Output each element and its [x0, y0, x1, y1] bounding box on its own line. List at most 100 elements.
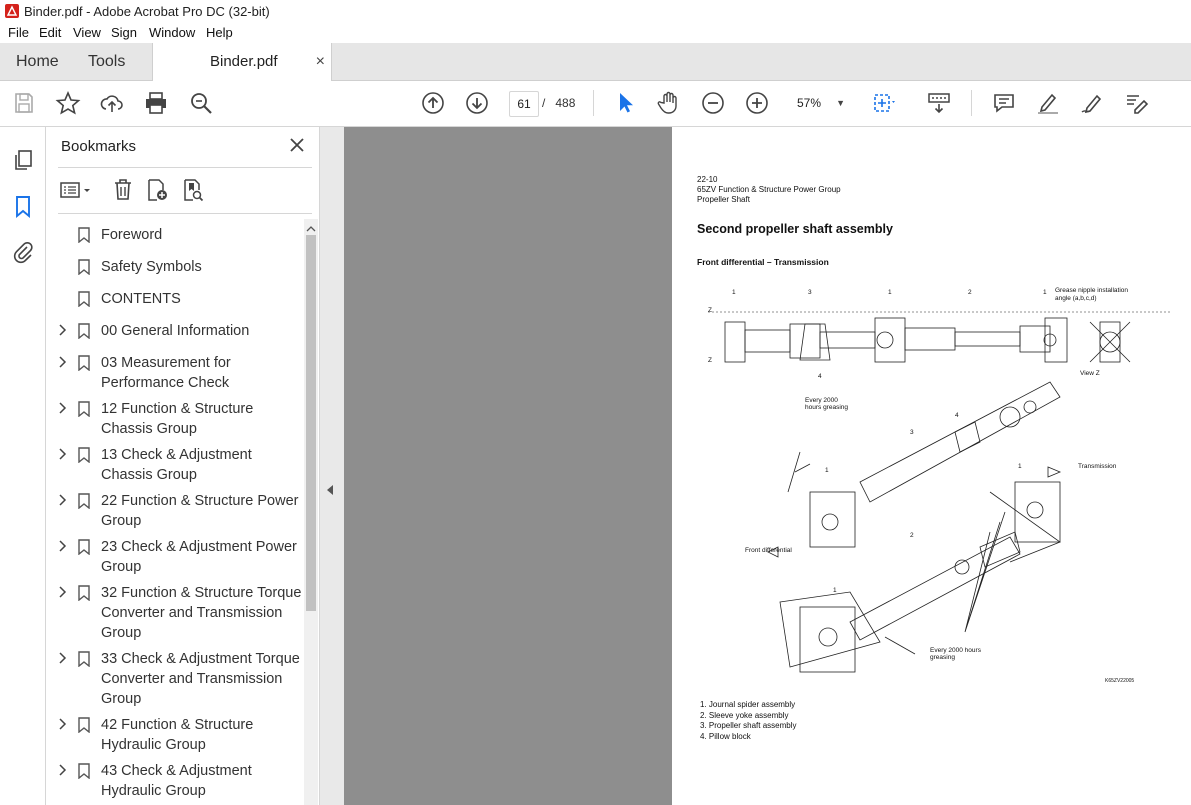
menu-file[interactable]: File: [8, 25, 29, 40]
bookmark-flag-icon: [78, 763, 90, 780]
menu-edit[interactable]: Edit: [39, 25, 62, 40]
draw-sign-icon[interactable]: [1079, 90, 1105, 116]
previous-page-icon[interactable]: [420, 90, 446, 116]
bookmarks-title: Bookmarks: [61, 138, 137, 155]
fig-callout: 1: [825, 467, 829, 474]
page-thumbnails-icon[interactable]: [11, 148, 35, 172]
zoom-search-icon[interactable]: [188, 90, 214, 116]
legend-item: 4. Pillow block: [700, 731, 751, 741]
fig-note: Every 2000: [805, 397, 838, 404]
next-page-icon[interactable]: [464, 90, 490, 116]
bookmarks-panel: Bookmarks Foreword Safety Symbols CONTEN…: [46, 127, 320, 805]
chevron-right-icon[interactable]: [58, 493, 68, 507]
fig-callout: 3: [808, 289, 812, 296]
page-header: 22-10 65ZV Function & Structure Power Gr…: [697, 175, 841, 205]
bookmarks-panel-icon[interactable]: [11, 194, 35, 219]
bookmark-label: 03 Measurement for Performance Check: [101, 355, 231, 391]
menu-window[interactable]: Window: [149, 25, 196, 40]
star-icon[interactable]: [55, 90, 81, 116]
page-number-input[interactable]: 61: [509, 91, 539, 117]
fig-note: angle (a,b,c,d): [1055, 295, 1097, 302]
bookmark-flag-icon: [78, 291, 90, 308]
section-title: Second propeller shaft assembly: [697, 222, 893, 236]
fig-callout: 4: [955, 412, 959, 419]
attachments-paperclip-icon[interactable]: [11, 240, 35, 264]
chevron-right-icon[interactable]: [58, 539, 68, 553]
chevron-right-icon[interactable]: [58, 717, 68, 731]
menu-sign[interactable]: Sign: [111, 25, 138, 40]
left-navigation-rail: [0, 127, 46, 805]
hand-tool-icon[interactable]: [656, 90, 682, 116]
new-bookmark-icon[interactable]: [144, 177, 170, 203]
close-icon[interactable]: [288, 136, 306, 154]
scroll-up-arrow-icon[interactable]: [306, 221, 316, 232]
fig-callout: 1: [1018, 463, 1022, 470]
fill-sign-icon[interactable]: [1123, 90, 1149, 116]
legend-item: 1. Journal spider assembly: [700, 700, 796, 709]
fig-callout: 3: [910, 429, 914, 436]
tab-close-icon[interactable]: ×: [315, 53, 325, 70]
menu-bar: File Edit View Sign Window Help: [0, 23, 1191, 43]
fig-callout: 1: [888, 289, 892, 296]
chevron-right-icon[interactable]: [58, 763, 68, 777]
fig-callout: Z: [708, 357, 712, 364]
zoom-level-select[interactable]: 57% ▼: [787, 91, 849, 115]
select-cursor-icon[interactable]: [612, 90, 638, 116]
page-header-line: 22-10: [697, 175, 718, 184]
zoom-level-value: 57%: [797, 96, 822, 110]
bookmark-label: 22 Function & Structure Power Group: [101, 493, 299, 529]
fig-label: Front differential: [745, 547, 792, 554]
tab-document[interactable]: Binder.pdf ×: [152, 43, 332, 81]
legend-item: 3. Propeller shaft assembly: [700, 721, 797, 730]
acrobat-app-icon: [5, 4, 19, 18]
chevron-left-icon: [327, 485, 333, 495]
fig-view-label: View Z: [1080, 370, 1100, 377]
find-bookmark-icon[interactable]: [180, 177, 206, 203]
chevron-right-icon[interactable]: [58, 585, 68, 599]
fig-note: Grease nipple installation: [1055, 287, 1128, 294]
delete-bookmark-icon[interactable]: [110, 177, 136, 203]
fig-note: Every 2000 hours: [930, 647, 982, 654]
chevron-right-icon[interactable]: [58, 447, 68, 461]
page-header-line: 65ZV Function & Structure Power Group: [697, 185, 841, 194]
bookmark-options-icon[interactable]: [58, 177, 96, 203]
chevron-right-icon[interactable]: [58, 355, 68, 369]
fig-callout: Z: [708, 307, 712, 314]
bookmark-flag-icon: [78, 585, 90, 602]
zoom-out-icon[interactable]: [700, 90, 726, 116]
pdf-page: 22-10 65ZV Function & Structure Power Gr…: [672, 127, 1191, 805]
chevron-right-icon[interactable]: [58, 323, 68, 337]
highlight-pen-icon[interactable]: [1035, 90, 1061, 116]
bookmarks-toolbar: [58, 177, 308, 203]
tab-home[interactable]: Home: [16, 53, 59, 70]
tab-tools[interactable]: Tools: [88, 53, 126, 70]
bookmark-label: 13 Check & Adjustment Chassis Group: [101, 447, 252, 483]
save-icon[interactable]: [11, 90, 37, 116]
print-icon[interactable]: [143, 90, 169, 116]
chevron-right-icon[interactable]: [58, 401, 68, 415]
chevron-right-icon[interactable]: [58, 651, 68, 665]
bookmark-label: 33 Check & Adjustment Torque Converter a…: [101, 651, 300, 707]
fit-page-icon[interactable]: [870, 90, 896, 116]
collapse-panel-toggle[interactable]: [320, 127, 344, 805]
scrollbar-thumb[interactable]: [306, 235, 316, 611]
page-header-line: Propeller Shaft: [697, 195, 750, 204]
bookmark-flag-icon: [78, 493, 90, 510]
legend-item: 2. Sleeve yoke assembly: [700, 710, 789, 720]
divider: [58, 167, 312, 168]
section-subtitle: Front differential – Transmission: [697, 257, 829, 267]
zoom-in-icon[interactable]: [744, 90, 770, 116]
fig-note: hours greasing: [805, 404, 848, 411]
fig-note: greasing: [930, 654, 955, 661]
divider: [58, 213, 312, 214]
menu-help[interactable]: Help: [206, 25, 233, 40]
fig-callout: 1: [833, 587, 837, 594]
upload-cloud-icon[interactable]: [99, 90, 125, 116]
bookmark-flag-icon: [78, 651, 90, 668]
bookmarks-scrollbar[interactable]: [304, 219, 318, 805]
keyboard-scroll-icon[interactable]: [926, 90, 952, 116]
comment-icon[interactable]: [991, 90, 1017, 116]
tab-document-label: Binder.pdf: [210, 53, 278, 70]
toolbar-divider: [593, 90, 594, 116]
menu-view[interactable]: View: [73, 25, 101, 40]
